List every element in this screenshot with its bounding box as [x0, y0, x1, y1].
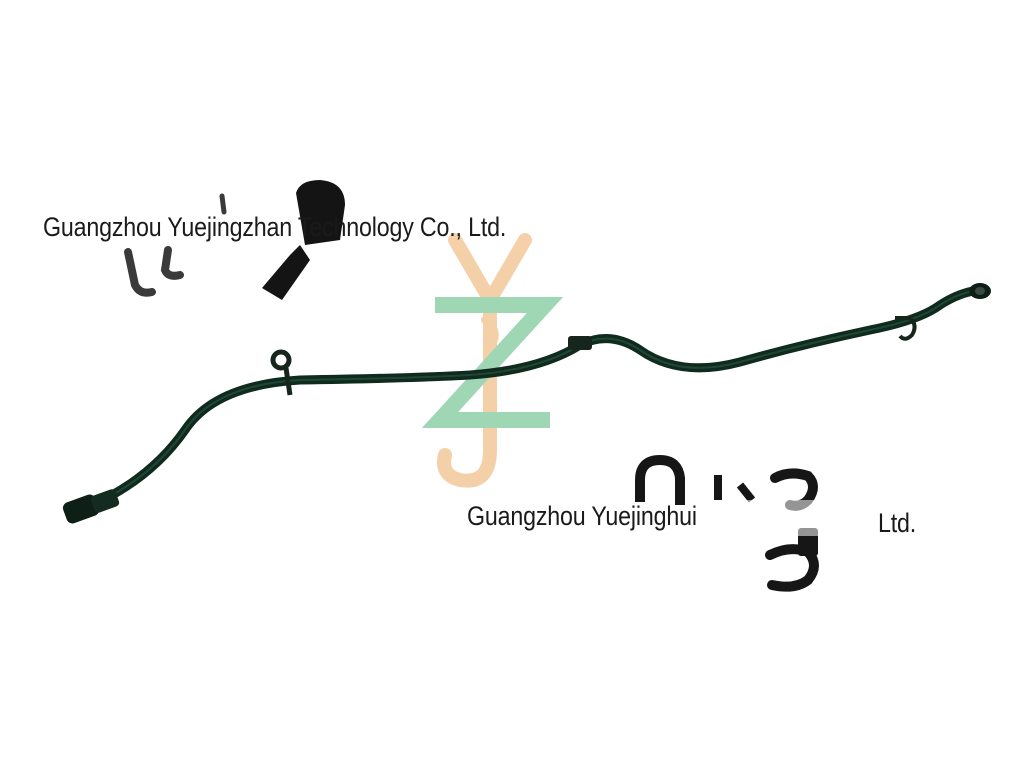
end-cap-icon: [969, 283, 991, 299]
caption-band: [740, 500, 980, 536]
elbow-connector-icon: [124, 246, 184, 297]
end-cap-icon: [62, 489, 120, 524]
clip-icon: [270, 349, 293, 396]
elbow-connector-icon: [219, 180, 345, 300]
clip-icon: [895, 316, 917, 341]
clip-icon: [568, 336, 592, 350]
watermark-caption-bottom-right: Ltd.: [878, 508, 917, 538]
watermark-logo: [421, 233, 564, 488]
watermark-caption-bottom-left: Guangzhou Yuejinghui: [467, 501, 697, 531]
watermark-caption-top: Guangzhou Yuejingzhan Technology Co., Lt…: [43, 212, 507, 242]
clip-icon: [714, 475, 756, 503]
clip-icon: [635, 454, 685, 505]
